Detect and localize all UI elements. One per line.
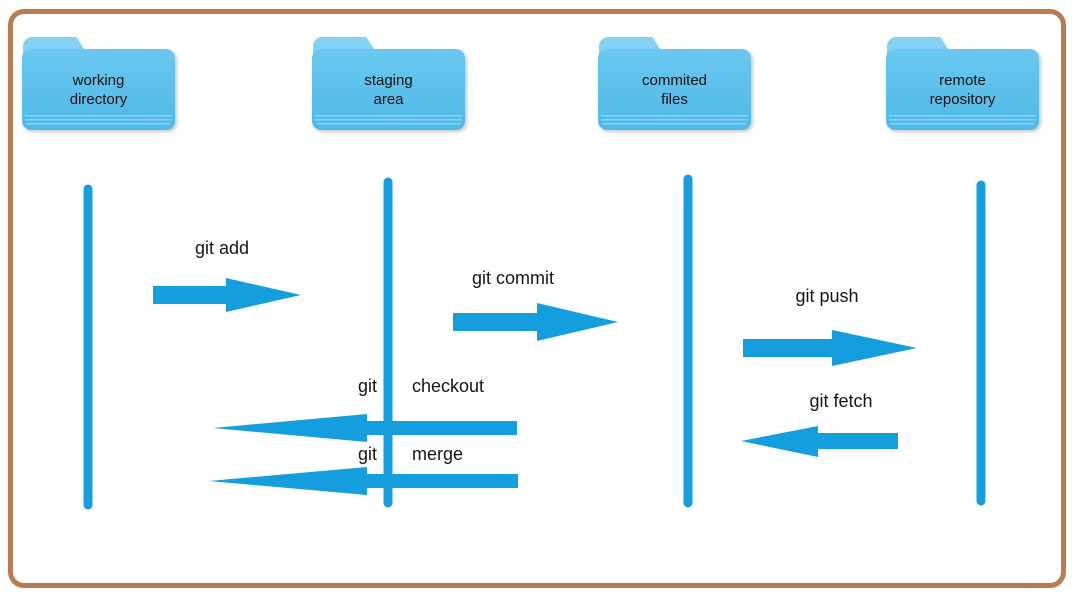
folder-commited-files: commited files <box>598 37 751 130</box>
git-merge-label-word: git <box>357 444 377 464</box>
folder-label-line2: area <box>373 90 404 108</box>
git-fetch-label: git fetch <box>809 391 873 411</box>
folder-icon: staging area <box>312 49 465 130</box>
git-add-arrow-icon <box>153 278 301 312</box>
folder-staging-area: staging area <box>312 37 465 130</box>
git-push-label: git push <box>795 286 859 306</box>
folder-icon: commited files <box>598 49 751 130</box>
git-fetch-arrow-icon <box>741 426 898 457</box>
git-checkout-label-command: checkout <box>412 376 485 396</box>
git-add-label: git add <box>194 238 250 258</box>
git-merge-label-command: merge <box>412 444 464 464</box>
folder-label-line2: files <box>661 90 688 108</box>
folder-icon: remote repository <box>886 49 1039 130</box>
git-commit-arrow-icon <box>453 303 618 341</box>
folder-icon: working directory <box>22 49 175 130</box>
folder-label-line1: commited <box>641 71 708 89</box>
folder-working-directory: working directory <box>22 37 175 130</box>
git-checkout-label-word: git <box>357 376 377 396</box>
git-checkout-arrow-icon <box>213 414 517 442</box>
git-push-arrow-icon <box>743 330 917 366</box>
folder-label-line2: repository <box>929 90 996 108</box>
folder-label-line1: working <box>72 71 125 89</box>
folder-label-line2: directory <box>69 90 128 108</box>
folder-label-line1: remote <box>939 71 986 89</box>
git-commit-label: git commit <box>471 268 554 288</box>
git-merge-arrow-icon <box>209 467 518 495</box>
folder-label-line1: staging <box>364 71 413 89</box>
folder-remote-repository: remote repository <box>886 37 1039 130</box>
